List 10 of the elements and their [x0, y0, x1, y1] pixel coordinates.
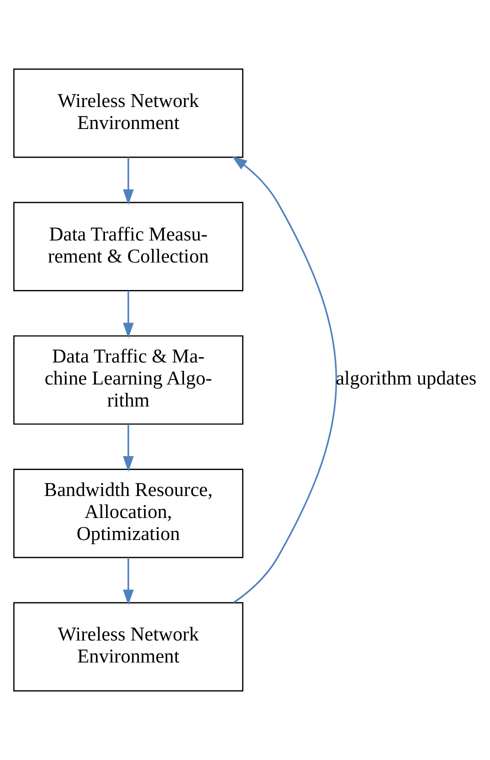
arrow — [231, 156, 336, 604]
arrow — [122, 157, 134, 205]
arrow — [122, 424, 134, 472]
arrow — [122, 290, 134, 338]
node-box: Data Traffic Measu- rement & Collection — [12, 202, 243, 292]
node-box: Bandwidth Resource, Allocation, Optimization — [12, 468, 243, 558]
node-box: Wireless Network Environment — [12, 68, 243, 158]
node-box: Wireless Network Environment — [12, 602, 243, 692]
node-box: Data Traffic & Ma- chine Learning Algo- rithm — [12, 335, 243, 425]
arrow — [122, 558, 134, 605]
